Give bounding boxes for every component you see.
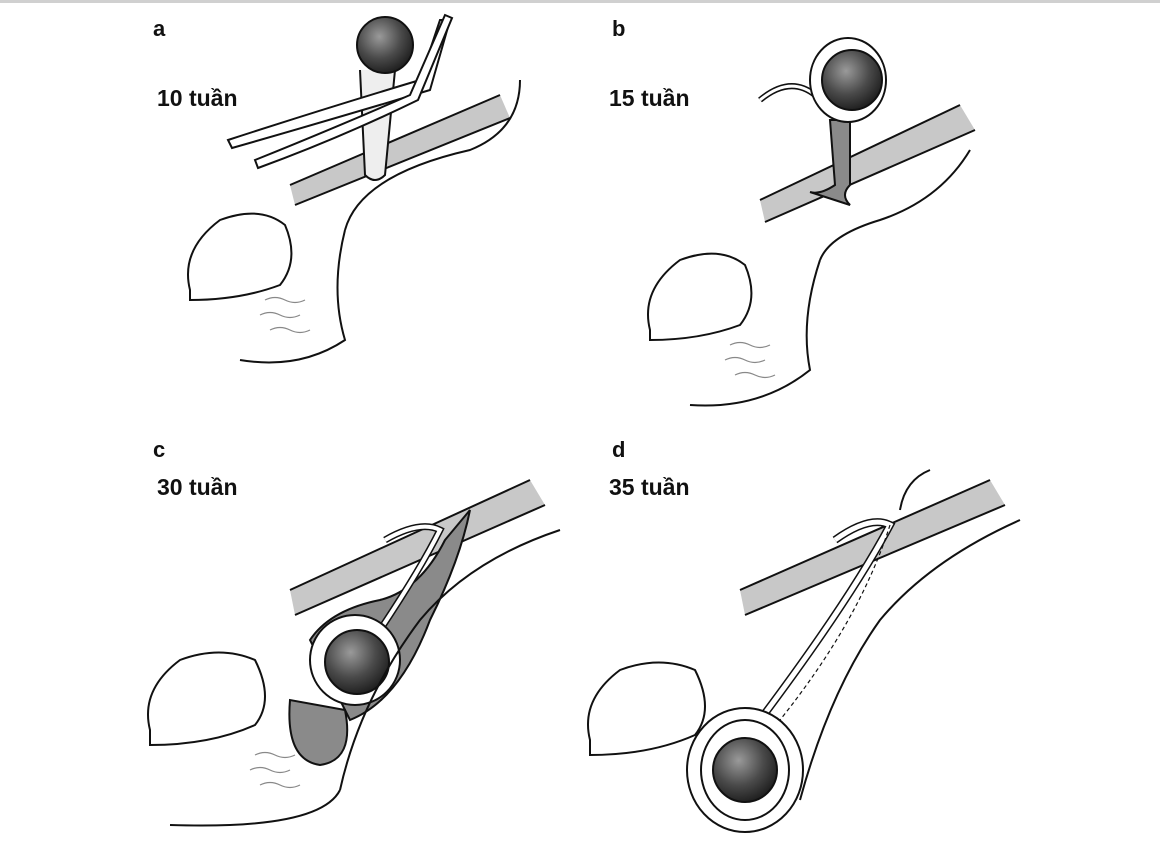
penis-d xyxy=(587,661,706,757)
panel-a-label: 10 tuần xyxy=(157,85,238,111)
panel-d-letter: d xyxy=(612,437,626,462)
panel-b-label: 15 tuần xyxy=(609,85,690,111)
penis-a xyxy=(187,212,293,302)
panel-c-letter: c xyxy=(153,437,166,462)
penis-c xyxy=(147,651,266,747)
penis-b xyxy=(647,252,753,342)
panel-b-letter: b xyxy=(612,16,626,41)
panel-d-illustration xyxy=(587,469,1021,833)
top-border xyxy=(0,0,1160,3)
testis-d xyxy=(712,737,778,803)
panel-b-illustration xyxy=(647,37,976,407)
panel-a-illustration xyxy=(187,13,521,364)
panel-a-letter: a xyxy=(153,16,166,41)
process-c xyxy=(288,698,349,767)
panel-d-label: 35 tuần xyxy=(609,474,690,500)
panel-c-label: 30 tuần xyxy=(157,474,238,500)
testis-b xyxy=(821,49,883,111)
testis-a xyxy=(356,16,414,74)
testis-c xyxy=(324,629,390,695)
panel-c-illustration xyxy=(147,479,561,827)
